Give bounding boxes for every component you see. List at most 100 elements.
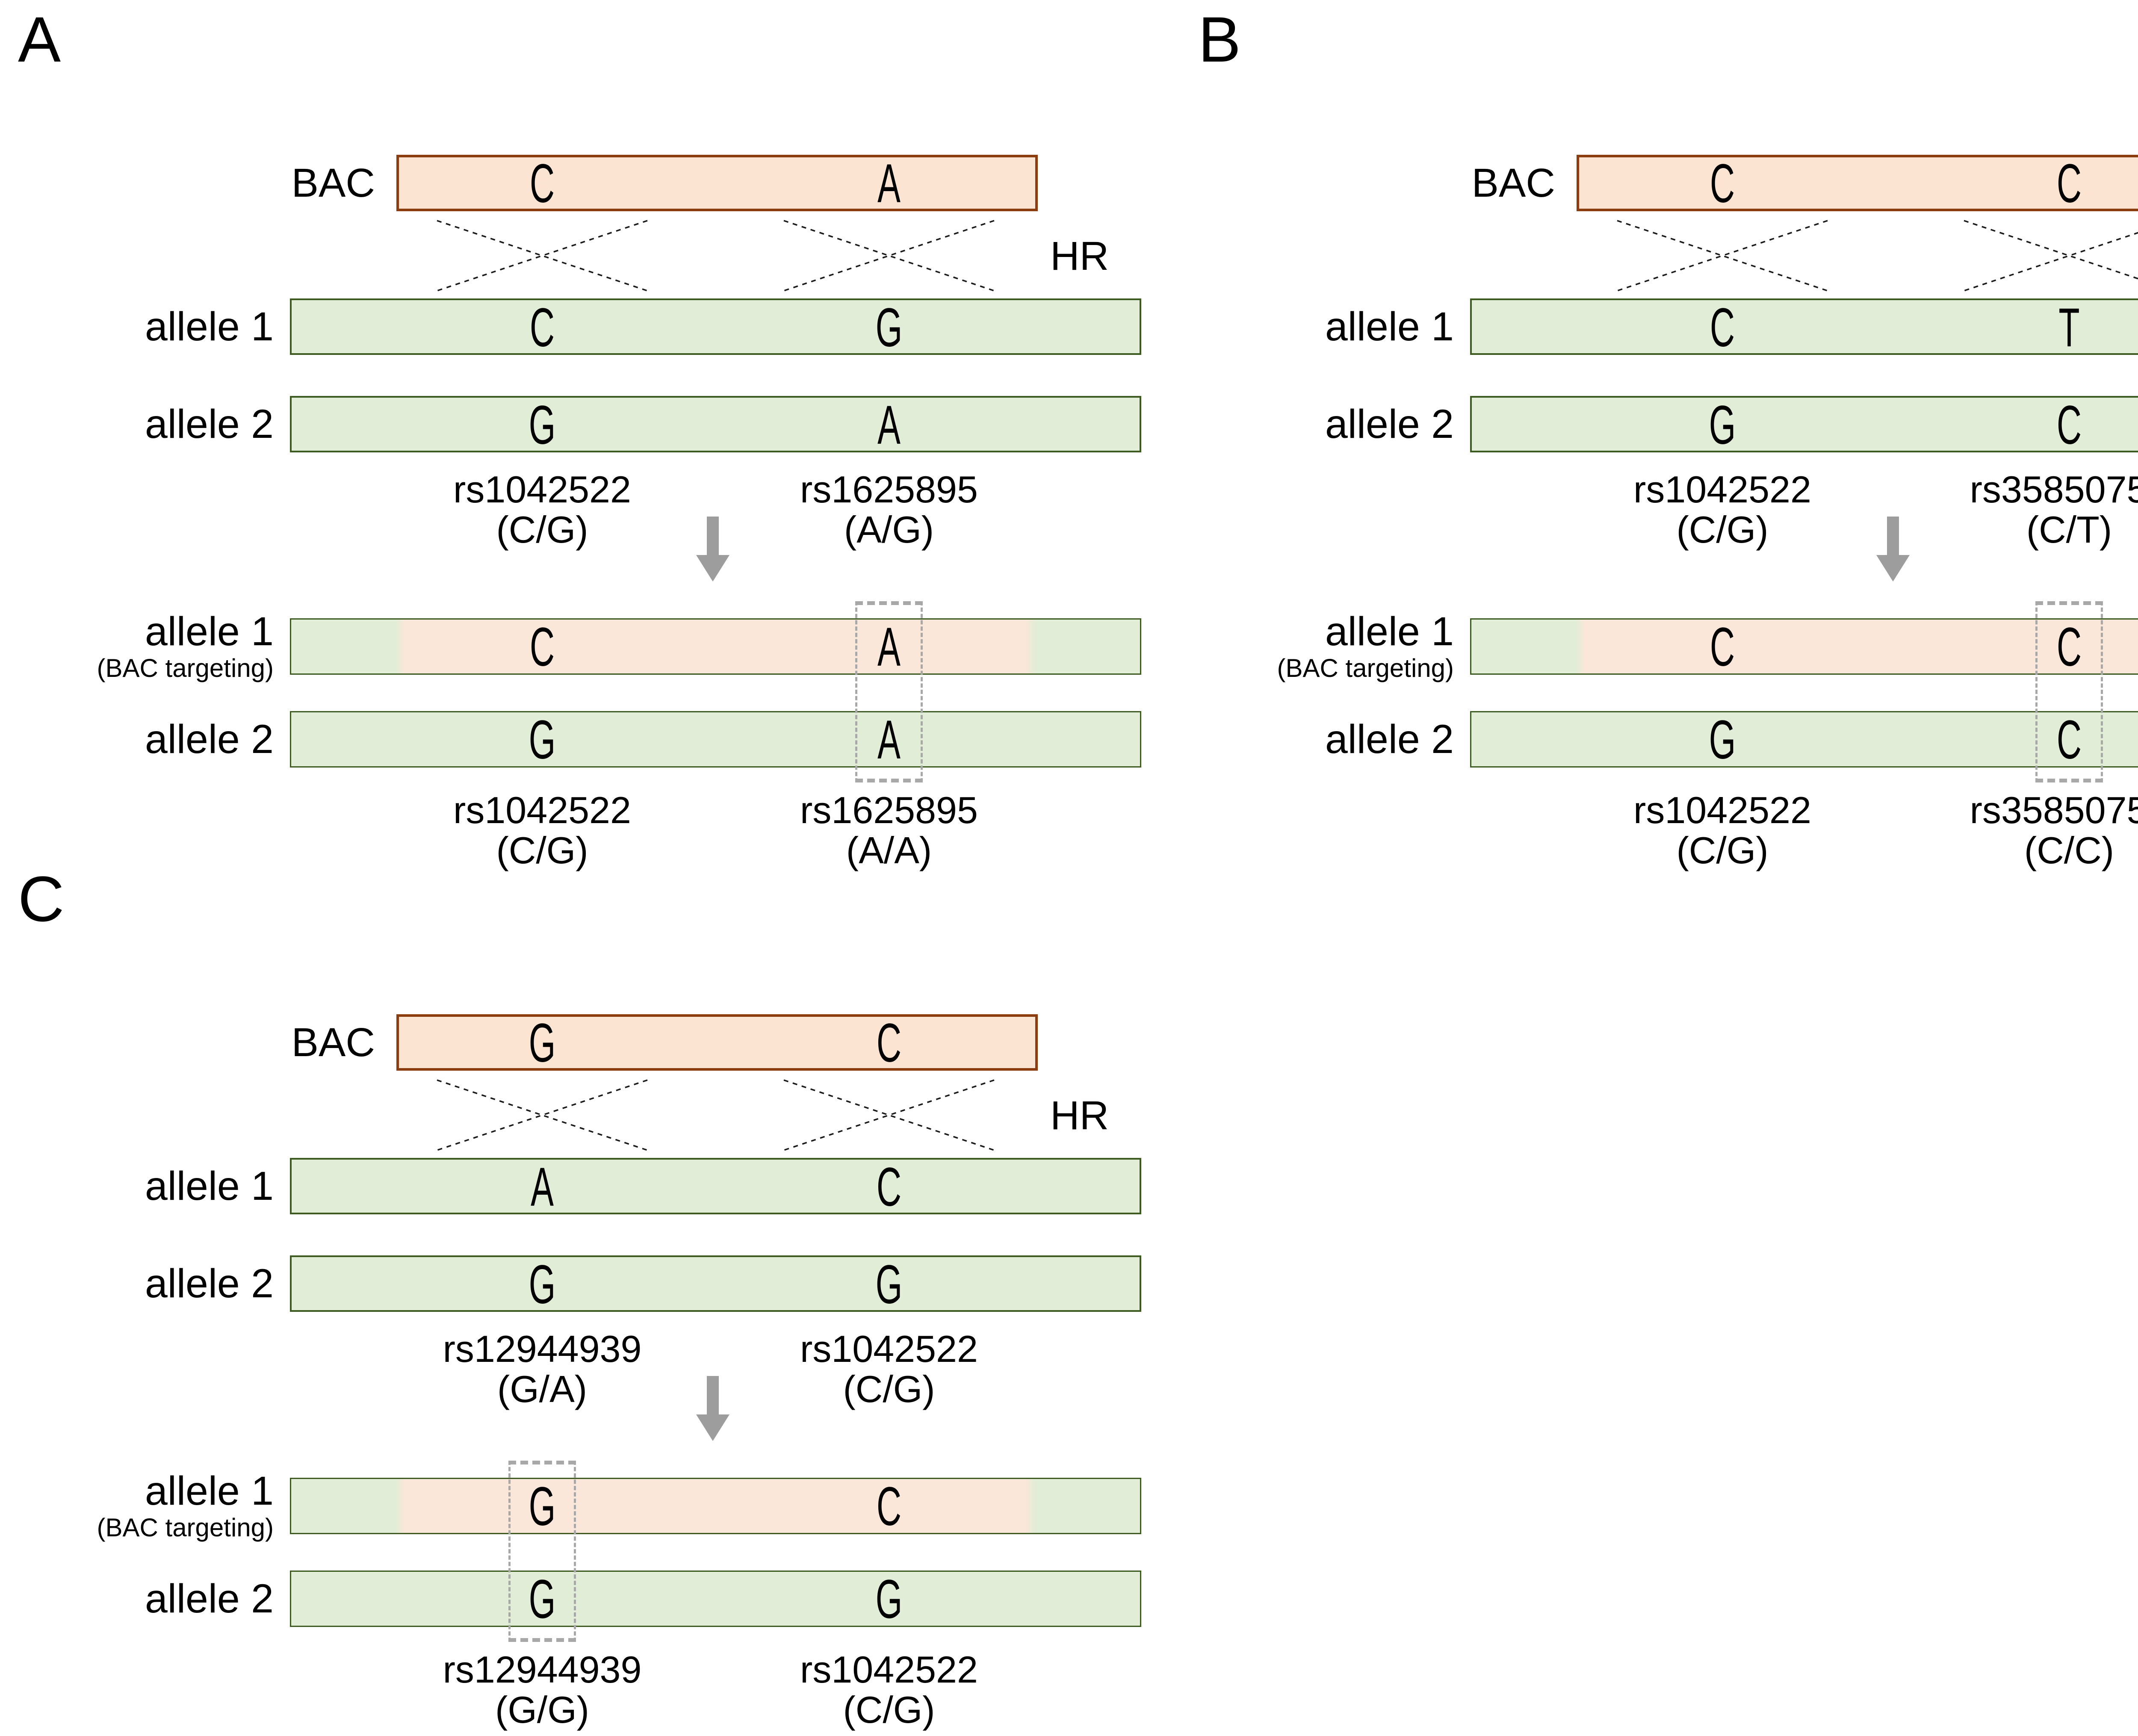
highlight-box [855,601,923,782]
bac-integrated-region [396,1479,1035,1533]
snp-label: rs1625895 (A/G) [752,469,1026,550]
snp-name: rs1042522 [453,789,631,831]
allele1-label: allele 1 [145,304,274,349]
result-allele1-base-1: C [529,617,555,678]
result-allele2-label: allele 2 [145,717,274,762]
snp-label: rs1042522 (C/G) [752,1648,1026,1730]
snp-genotype: (C/G) [1676,508,1769,551]
snp-name: rs1042522 [800,1328,978,1370]
snp-genotype: (C/G) [496,829,588,872]
allele2-base-1: G [529,1254,556,1315]
bac-targeting-label: (BAC targeting) [97,1513,274,1542]
panel-label: C [18,863,65,935]
snp-genotype: (G/G) [495,1689,589,1731]
bac-base-2: A [877,153,901,214]
result-allele1-base-2: C [876,1476,902,1537]
bac-integrated-region [396,620,1035,673]
arrow-down-icon [707,517,719,556]
result-allele2-base-2: G [875,1569,903,1630]
bac-label: BAC [291,160,375,206]
snp-label: rs1625895 (A/A) [752,790,1026,871]
snp-name: rs1042522 [800,1648,978,1691]
result-allele2-bar [1470,711,2138,768]
result-allele1-label: allele 1 (BAC targeting) [0,1468,274,1542]
crossover-x-icon [437,220,648,292]
snp-name: rs1042522 [1633,789,1811,831]
snp-name: rs1042522 [1633,468,1811,511]
result-allele2-bar [290,1571,1141,1627]
allele2-base-2: C [2056,395,2082,456]
allele2-label: allele 2 [1325,402,1454,447]
bac-label: BAC [291,1020,375,1065]
allele2-bar [290,1255,1141,1312]
snp-genotype: (C/T) [2026,508,2112,551]
allele1-base-2: G [875,297,903,358]
snp-label: rs1042522 (C/G) [1586,790,1859,871]
snp-genotype: (C/G) [496,508,588,551]
bac-label: BAC [1471,160,1555,206]
snp-genotype: (C/G) [843,1368,935,1411]
allele1-bar [290,1158,1141,1214]
snp-name: rs12944939 [443,1328,642,1370]
bac-base-2: C [876,1013,902,1074]
snp-name: rs12944939 [443,1648,642,1691]
bac-base-2: C [2056,153,2082,214]
allele2-bar [1470,396,2138,452]
allele2-label: allele 2 [145,1261,274,1306]
allele2-label: allele 2 [145,402,274,447]
bac-base-1: G [529,1013,556,1074]
snp-genotype: (C/G) [1676,829,1769,872]
allele1-base-1: A [531,1157,554,1218]
snp-label: rs1042522 (C/G) [752,1329,1026,1409]
bac-targeting-label: (BAC targeting) [97,654,274,683]
arrow-down-icon [707,1376,719,1415]
bac-base-1: C [529,153,555,214]
snp-label: rs1042522 (C/G) [405,469,679,550]
allele2-base-1: G [529,395,556,456]
hr-label: HR [1050,233,1109,279]
result-allele1-base-1: G [529,1476,556,1537]
snp-name: rs35850753 [1970,789,2138,831]
highlight-box [2035,601,2103,782]
allele1-base-2: C [876,1157,902,1218]
snp-name: rs35850753 [1970,468,2138,511]
crossover-x-icon [1617,220,1828,292]
arrow-down-icon [1876,555,1910,582]
snp-label: rs12944939 (G/G) [405,1648,679,1731]
bac-bar [1577,155,2138,211]
allele1-base-1: C [529,297,555,358]
result-allele1-label: allele 1 (BAC targeting) [0,609,274,682]
snp-label: rs1042522 (C/G) [405,790,679,871]
result-allele1-base-1: C [1710,617,1735,678]
allele2-base-2: G [875,1254,903,1315]
result-allele2-label: allele 2 [145,1576,274,1621]
crossover-x-icon [783,220,995,292]
crossover-x-icon [437,1079,648,1151]
result-allele2-base-2: C [2056,709,2082,771]
allele1-label: allele 1 [1325,304,1454,349]
snp-label: rs1042522 (C/G) [1586,469,1859,550]
allele1-bar [1470,298,2138,355]
allele1-bar [290,298,1141,355]
crossover-x-icon [1964,220,2138,292]
snp-name: rs1042522 [453,468,631,511]
snp-name: rs1625895 [800,468,978,511]
result-allele1-bar [1470,618,2138,675]
result-allele1-base-2: A [877,617,901,678]
result-allele1-base-2: C [2056,617,2082,678]
allele1-base-2: T [2058,297,2080,358]
result-allele2-base-1: G [529,1569,556,1630]
arrow-down-icon [696,1414,729,1441]
allele2-bar [290,396,1141,452]
result-allele2-base-1: G [1709,709,1736,771]
result-allele2-label: allele 2 [1325,717,1454,762]
bac-integrated-region [1576,620,2138,673]
bac-bar [396,1014,1038,1071]
bac-base-1: C [1710,153,1735,214]
snp-label: rs35850753 (C/T) [1932,469,2138,550]
result-allele2-bar [290,711,1141,768]
hr-label: HR [1050,1093,1109,1138]
snp-genotype: (G/A) [497,1368,588,1411]
snp-label: rs12944939 (G/A) [405,1329,679,1409]
snp-genotype: (A/G) [844,508,934,551]
